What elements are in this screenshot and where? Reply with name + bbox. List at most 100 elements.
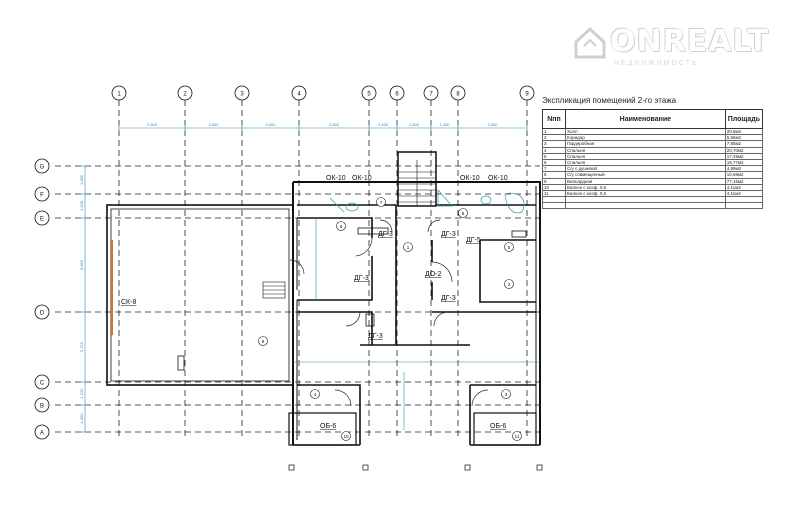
- fixture-bench-2: [511, 230, 527, 238]
- door-label-dg3: ДГ-3: [378, 231, 393, 238]
- axis-bubble-F: F: [34, 186, 50, 202]
- axis-bubble-8: 8: [450, 85, 466, 101]
- svg-text:7: 7: [380, 200, 383, 205]
- fixture-cabinet: [365, 313, 375, 327]
- dimension-top-label: 2.500: [147, 122, 158, 127]
- watermark-logo: ONREALT НЕДВИЖИМОСТЬ: [572, 22, 792, 70]
- axis-letter-label: D: [40, 311, 45, 317]
- axis-bubble-G: G: [34, 158, 50, 174]
- walls: [106, 151, 541, 446]
- axis-letter-label: C: [40, 381, 45, 387]
- door-label-dg3: ДГ-3: [368, 333, 383, 340]
- legend-header-number: Nпп: [542, 109, 566, 129]
- bathtub-icon: [504, 192, 525, 214]
- watermark-tagline: НЕДВИЖИМОСТЬ: [614, 60, 699, 67]
- room-number-5: 5: [504, 242, 514, 252]
- axis-bubble-7: 7: [423, 85, 439, 101]
- axis-letter-label: E: [40, 217, 44, 223]
- axis-bubble-D: D: [34, 304, 50, 320]
- axis-letter-label: F: [40, 193, 44, 199]
- axis-number-label: 7: [429, 92, 433, 98]
- room-number-11: 11: [512, 431, 522, 441]
- axis-bubble-2: 2: [177, 85, 193, 101]
- door-label-dg3: ДГ-3: [441, 231, 456, 238]
- svg-text:4: 4: [314, 392, 317, 397]
- door-label-dg5: ДГ-5: [466, 237, 481, 244]
- stair-small-treads: [263, 285, 285, 295]
- window-label-ok10: ОК-10: [460, 175, 480, 182]
- sink-icon: [345, 202, 359, 212]
- window-label-sk8: СК-8: [121, 299, 136, 306]
- legend-cell-number: [542, 202, 566, 210]
- wall-core-outer: [293, 181, 541, 445]
- axis-bubble-1: 1: [111, 85, 127, 101]
- door-label-do2: ДО-2: [425, 271, 442, 278]
- shower-icon: [329, 197, 345, 213]
- axis-bubble-3: 3: [234, 85, 250, 101]
- dimension-left-label: 1.220: [79, 388, 84, 399]
- dimension-top-label: 1.430: [439, 122, 450, 127]
- axis-bubble-6: 6: [389, 85, 405, 101]
- svg-text:10: 10: [343, 434, 349, 439]
- bathroom-fixtures: [329, 189, 525, 214]
- dimension-top-label: 3.000: [265, 122, 276, 127]
- dimension-top-label: 3.000: [208, 122, 219, 127]
- room-number-2: 2: [504, 279, 514, 289]
- axis-number-label: 9: [525, 92, 529, 98]
- legend-header-row: Nпп Наименование Площадь: [542, 109, 764, 129]
- door-label-dg3: ДГ-3: [354, 275, 369, 282]
- legend-cell-name: [565, 202, 726, 210]
- room-number-9: 9: [258, 336, 268, 346]
- axis-bubble-C: C: [34, 374, 50, 390]
- wall-billiard-room-inner: [110, 208, 290, 382]
- wall-room-3: [297, 311, 373, 345]
- wall-room-5: [479, 239, 536, 303]
- dimension-top-label: 2.650: [487, 122, 498, 127]
- svg-text:11: 11: [515, 434, 520, 439]
- door-swings: [289, 219, 489, 407]
- window-label-ob6: ОБ-6: [490, 423, 506, 430]
- wall-bath-7: [297, 204, 397, 345]
- room-number-10: 10: [341, 431, 351, 441]
- legend-cell-area: [724, 202, 764, 210]
- corner-marks: [288, 464, 543, 471]
- axis-letter-label: G: [40, 165, 45, 171]
- svg-text:1: 1: [407, 245, 410, 250]
- balcony-left: [288, 412, 357, 446]
- axis-number-label: 4: [297, 92, 301, 98]
- room-number-6: 6: [336, 221, 346, 231]
- axis-number-label: 5: [367, 92, 371, 98]
- axis-letter-label: B: [40, 404, 44, 410]
- axis-bubble-4: 4: [291, 85, 307, 101]
- stair-treads: [398, 160, 436, 206]
- axis-bubble-B: B: [34, 397, 50, 413]
- axis-number-label: 1: [117, 92, 121, 98]
- fixture-radiator: [177, 355, 185, 371]
- axis-number-label: 6: [395, 92, 399, 98]
- fixture-bench: [357, 227, 389, 235]
- legend-row: [542, 202, 764, 210]
- wall-room-6: [297, 217, 373, 301]
- balcony-right: [473, 412, 537, 446]
- shower-tray-icon: [437, 189, 453, 207]
- room-number-3: 3: [501, 389, 511, 399]
- door-label-dg3: ДГ-3: [441, 295, 456, 302]
- svg-text:6: 6: [340, 224, 343, 229]
- svg-text:8: 8: [462, 211, 465, 216]
- window-label-ok10: ОК-10: [326, 175, 346, 182]
- axis-bubble-E: E: [34, 210, 50, 226]
- svg-text:5: 5: [508, 245, 511, 250]
- window-label-ok10: ОК-10: [352, 175, 372, 182]
- room-number-4: 4: [310, 389, 320, 399]
- house-icon: [574, 26, 606, 59]
- dimension-top-label: 2.650: [329, 122, 340, 127]
- dimension-left-label: 1.450: [79, 413, 84, 424]
